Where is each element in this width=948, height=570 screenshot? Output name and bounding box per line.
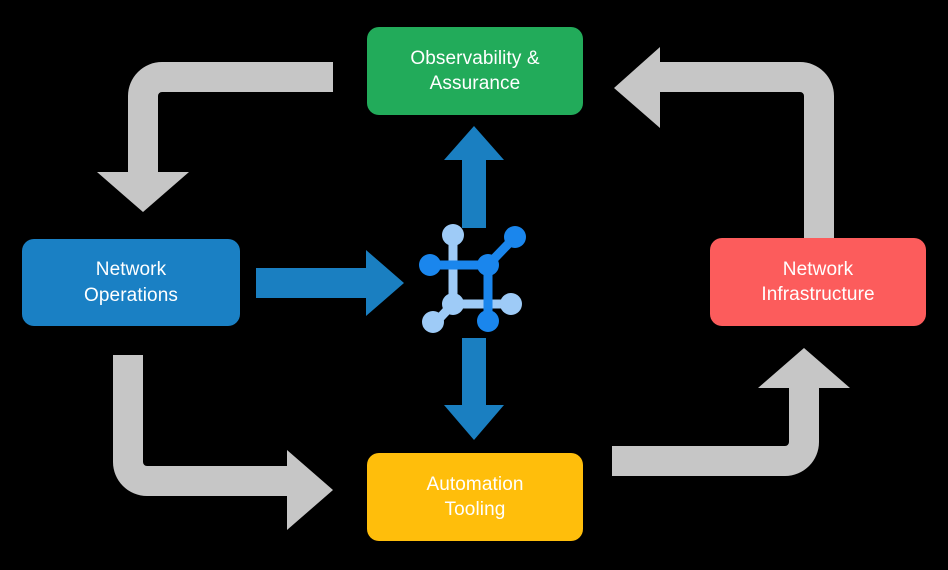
node-network-infrastructure[interactable]: Network Infrastructure bbox=[710, 238, 926, 326]
node-observability-assurance[interactable]: Observability & Assurance bbox=[367, 27, 583, 115]
topology-nodes-primary bbox=[419, 226, 526, 332]
node-automation-tooling[interactable]: Automation Tooling bbox=[367, 453, 583, 541]
node-label-observability: Observability & Assurance bbox=[410, 47, 540, 94]
connector-automation-to-infrastructure bbox=[612, 348, 850, 476]
node-label-automation: Automation Tooling bbox=[426, 473, 524, 520]
network-topology-icon bbox=[419, 224, 526, 333]
node-label-infrastructure: Network Infrastructure bbox=[761, 258, 875, 305]
arrow-center-to-observability bbox=[444, 126, 504, 228]
connector-infrastructure-to-observability bbox=[614, 47, 834, 240]
node-network-operations[interactable]: Network Operations bbox=[22, 239, 240, 326]
connector-operations-to-automation bbox=[113, 355, 333, 530]
connector-observability-to-operations bbox=[97, 62, 333, 212]
node-label-operations: Network Operations bbox=[84, 259, 178, 306]
arrow-center-to-automation bbox=[444, 338, 504, 440]
topology-nodes-secondary bbox=[422, 224, 522, 333]
arrow-operations-to-center bbox=[256, 250, 404, 316]
